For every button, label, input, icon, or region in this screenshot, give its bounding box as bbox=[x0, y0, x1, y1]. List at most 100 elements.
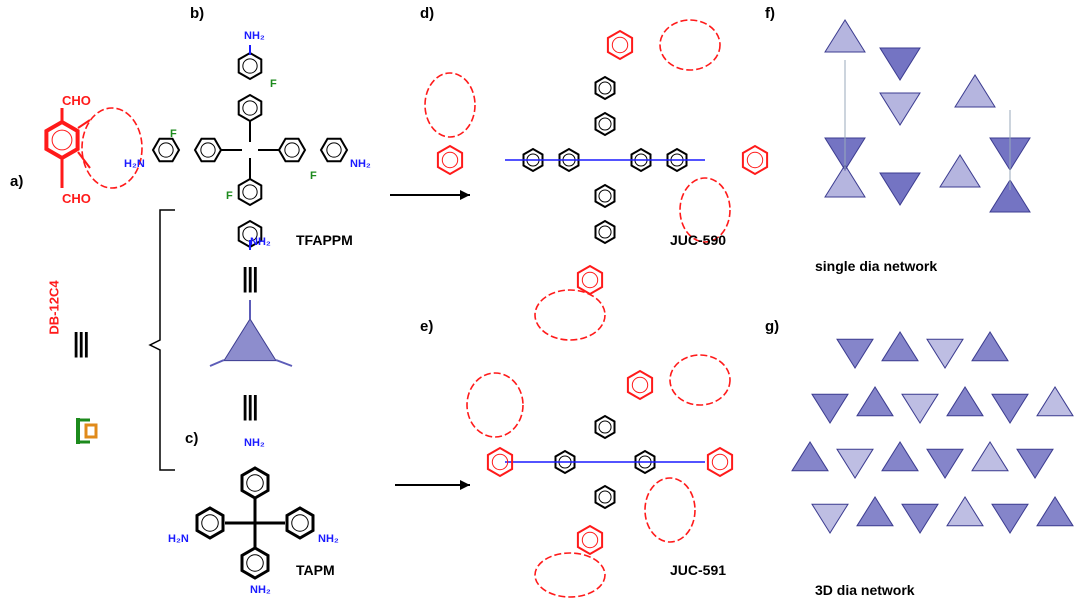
tfappm-ring bbox=[319, 137, 349, 163]
dia-node bbox=[824, 19, 866, 53]
dia-node bbox=[1036, 496, 1074, 527]
juc590-ring bbox=[594, 183, 616, 209]
label-d: d) bbox=[420, 5, 435, 22]
stick-model-ring bbox=[84, 423, 98, 439]
juc591-ring bbox=[554, 449, 576, 475]
dia-node bbox=[1016, 448, 1054, 479]
dia-node bbox=[881, 331, 919, 362]
db12c4-label: DB-12C4 bbox=[46, 280, 62, 335]
dia-node bbox=[824, 164, 866, 198]
juc591-crown-benzene bbox=[486, 446, 514, 478]
dia-node bbox=[954, 74, 996, 108]
dia-node bbox=[856, 386, 894, 417]
crown-ether-ring bbox=[534, 289, 606, 341]
crown-ether-ring bbox=[424, 72, 476, 138]
dia-node bbox=[971, 441, 1009, 472]
juc591-crown-benzene bbox=[706, 446, 734, 478]
aromatic-circle bbox=[291, 514, 309, 532]
dia-node bbox=[971, 331, 1009, 362]
juc591-ring bbox=[594, 414, 616, 440]
label-b: b) bbox=[190, 5, 205, 22]
tfappm-h2n-left: H₂N bbox=[124, 158, 145, 170]
juc590-label: JUC-590 bbox=[670, 232, 727, 248]
juc590-ring bbox=[666, 147, 688, 173]
aromatic-circle bbox=[201, 514, 219, 532]
label-f: f) bbox=[765, 5, 775, 22]
crown-ether-ring bbox=[669, 354, 731, 406]
juc591-ring bbox=[594, 484, 616, 510]
juc590-crown-benzene bbox=[436, 144, 464, 176]
dia-node bbox=[926, 448, 964, 479]
tapm-nh2-right: NH₂ bbox=[318, 533, 339, 545]
dia-node bbox=[901, 393, 939, 424]
f-label: F bbox=[226, 190, 233, 202]
tfappm-ring bbox=[277, 137, 307, 163]
aromatic-circle bbox=[581, 271, 599, 289]
juc590-crown-benzene bbox=[576, 264, 604, 296]
tetrahedron-model bbox=[223, 318, 277, 362]
juc590-ring bbox=[558, 147, 580, 173]
3d-dia-caption: 3D dia network bbox=[815, 582, 915, 598]
aromatic-circle bbox=[491, 453, 509, 471]
arrow-to-juc590-head bbox=[460, 190, 470, 200]
bond bbox=[209, 359, 225, 367]
f-label: F bbox=[170, 128, 177, 140]
tapm-nh2-top: NH₂ bbox=[244, 437, 265, 449]
aromatic-circle bbox=[284, 142, 300, 158]
tfappm-ring bbox=[237, 93, 263, 123]
juc590-ring bbox=[522, 147, 544, 173]
tfappm-ring bbox=[237, 51, 263, 81]
crown-ether-ring bbox=[644, 477, 696, 543]
crown-ether-ring bbox=[659, 19, 721, 71]
tfappm-ring bbox=[193, 137, 223, 163]
juc590-crown-benzene bbox=[741, 144, 769, 176]
tfappm-label: TFAPPM bbox=[296, 232, 353, 248]
tapm-ring bbox=[240, 546, 270, 580]
tfappm-nh2-bottom: NH₂ bbox=[250, 236, 271, 248]
label-e: e) bbox=[420, 318, 434, 335]
juc590-ring bbox=[630, 147, 652, 173]
f-label: F bbox=[270, 78, 277, 90]
arrow-to-juc591-head bbox=[460, 480, 470, 490]
aromatic-circle bbox=[611, 36, 629, 54]
tfappm-ring bbox=[151, 137, 181, 163]
tfappm-ring bbox=[237, 177, 263, 207]
aromatic-circle bbox=[441, 151, 459, 169]
bond bbox=[275, 359, 293, 367]
crown-ether-ring bbox=[466, 372, 524, 438]
tapm-label: TAPM bbox=[296, 562, 335, 578]
dia-node bbox=[881, 441, 919, 472]
aromatic-circle bbox=[242, 184, 258, 200]
dia-node bbox=[836, 338, 874, 369]
crown-ether-ring bbox=[679, 177, 731, 243]
aromatic-circle bbox=[246, 554, 264, 572]
aromatic-circle bbox=[242, 100, 258, 116]
db12c4-crown bbox=[81, 107, 143, 189]
dia-node bbox=[991, 503, 1029, 534]
dia-node bbox=[879, 47, 921, 81]
cho-top: CHO bbox=[62, 93, 91, 108]
crown-ether-ring bbox=[534, 552, 606, 598]
juc591-crown-benzene bbox=[626, 369, 654, 401]
aromatic-circle bbox=[246, 474, 264, 492]
juc590-ring bbox=[594, 219, 616, 245]
label-g: g) bbox=[765, 318, 780, 335]
tapm-ring bbox=[285, 506, 315, 540]
dia-node bbox=[946, 386, 984, 417]
label-c: c) bbox=[185, 430, 199, 447]
equivalence-b: ||| bbox=[242, 262, 259, 293]
dia-node bbox=[901, 503, 939, 534]
aromatic-circle bbox=[200, 142, 216, 158]
single-dia-caption: single dia network bbox=[815, 258, 938, 274]
juc591-label: JUC-591 bbox=[670, 562, 727, 578]
tapm-nh2-bottom: NH₂ bbox=[250, 584, 271, 596]
juc591-ring bbox=[634, 449, 656, 475]
dia-node bbox=[879, 172, 921, 206]
f-label: F bbox=[310, 170, 317, 182]
aromatic-circle bbox=[631, 376, 649, 394]
aromatic-circle bbox=[581, 531, 599, 549]
aromatic-circle bbox=[158, 142, 174, 158]
bond bbox=[77, 119, 91, 129]
tfappm-nh2-right: NH₂ bbox=[350, 158, 371, 170]
